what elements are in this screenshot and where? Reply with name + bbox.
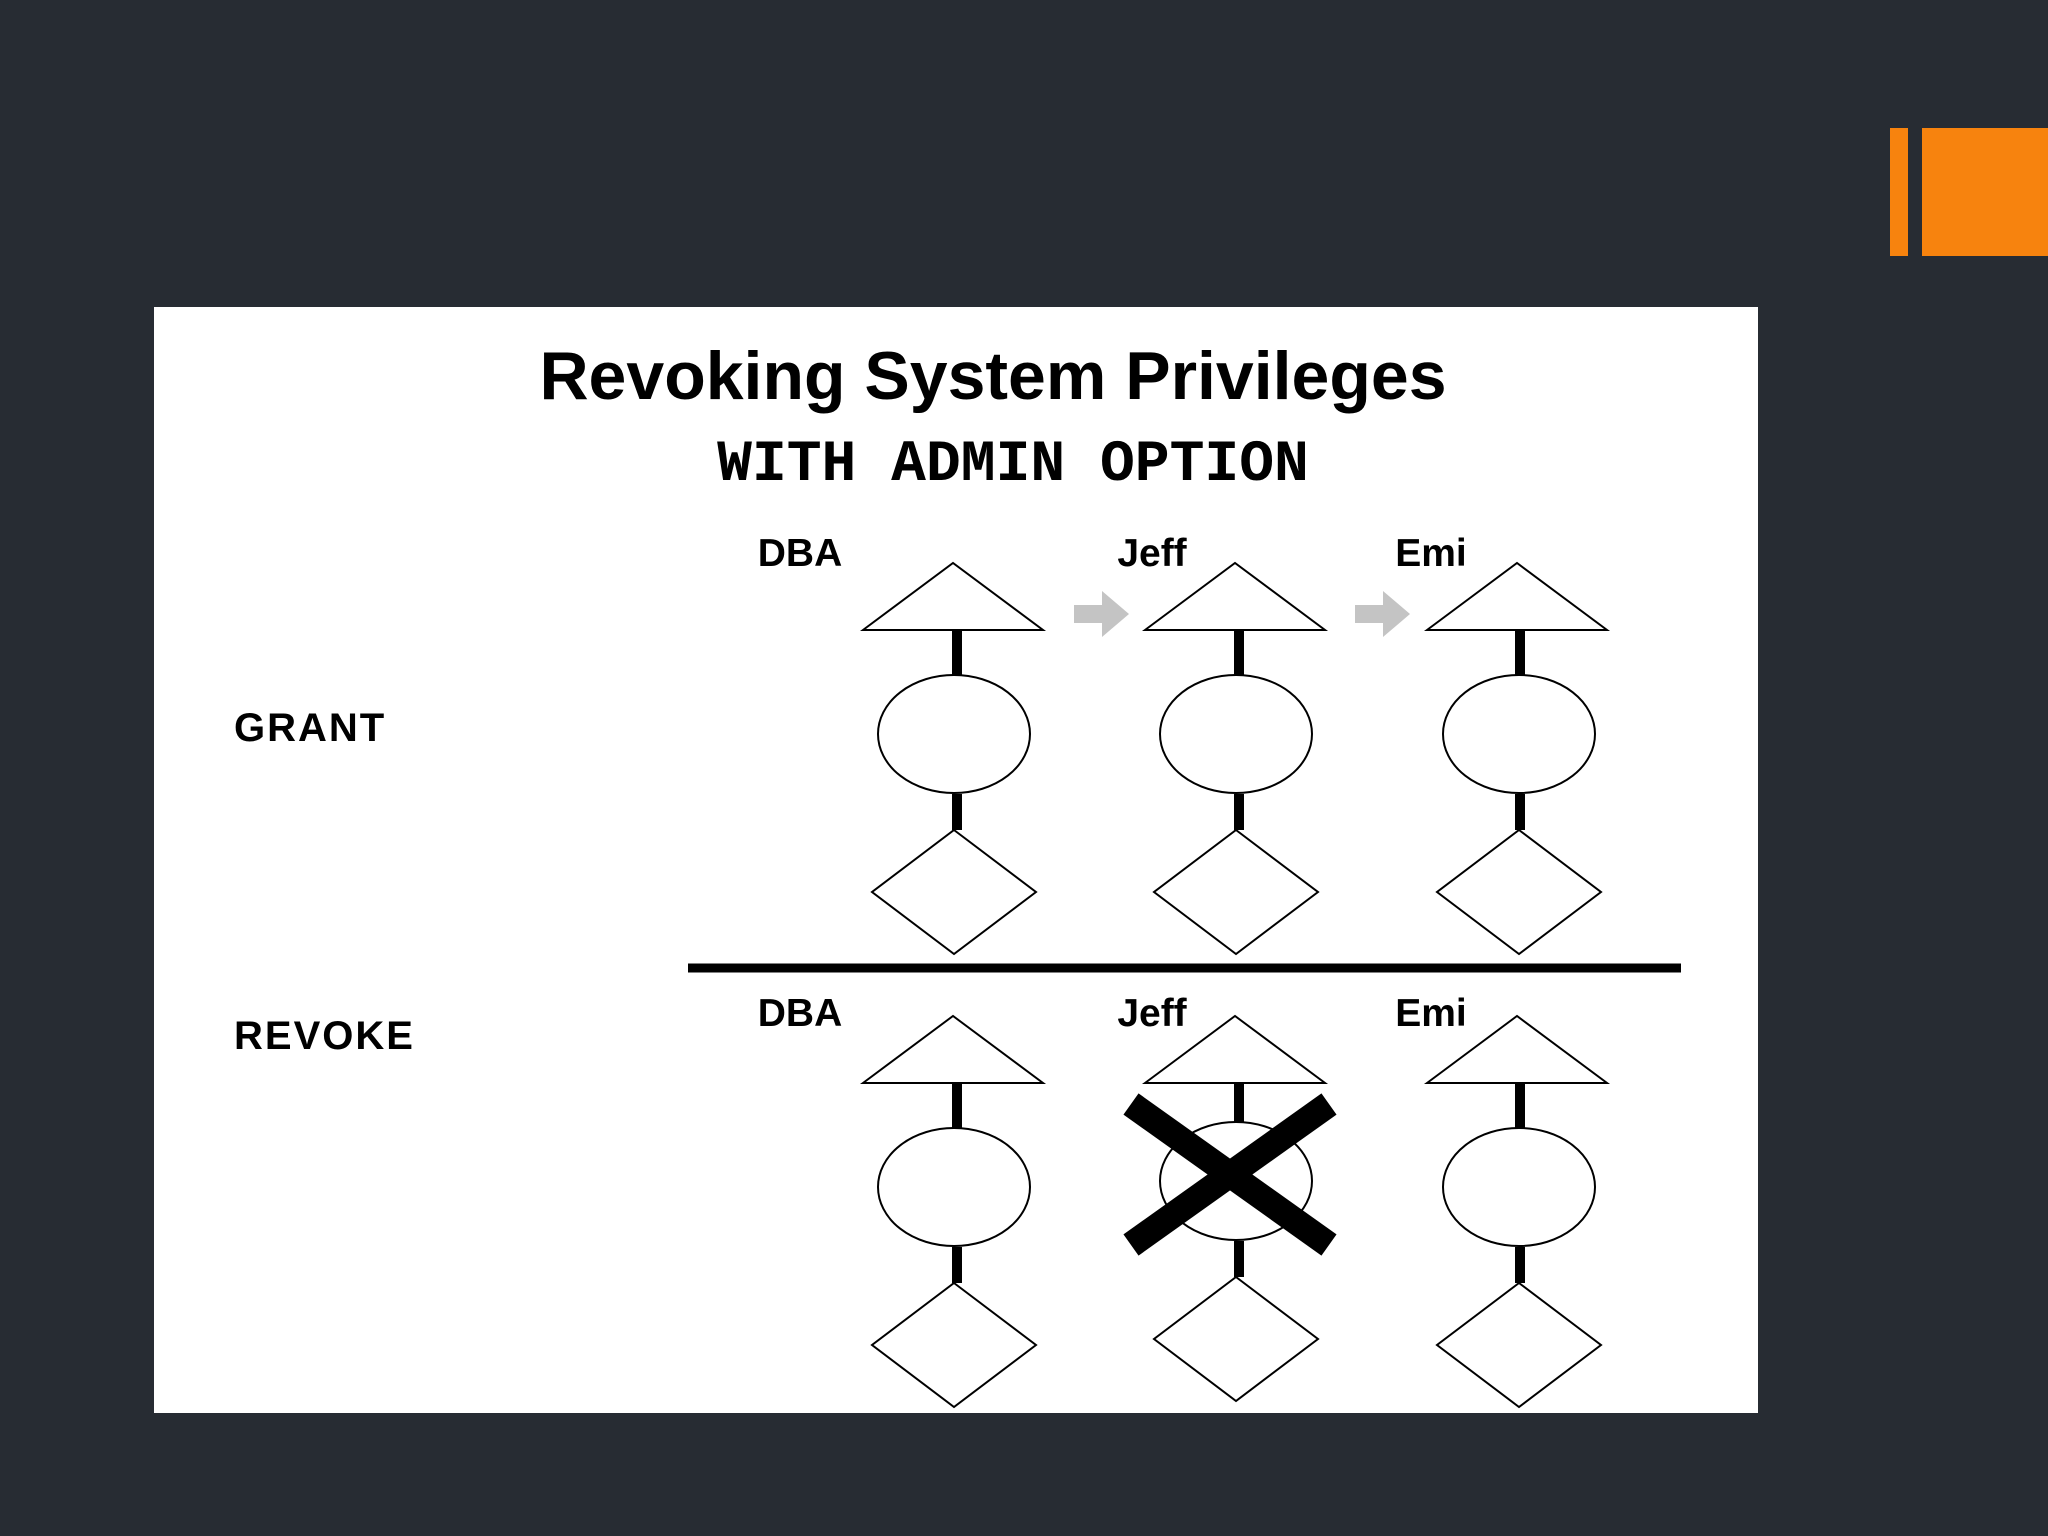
triangle-shape [859, 561, 1047, 631]
grant-node-label-jeff: Jeff [1117, 532, 1187, 575]
diamond-shape [1435, 828, 1603, 956]
diamond-shape [870, 1281, 1038, 1409]
diagram-subtitle: WITH ADMIN OPTION [717, 433, 1309, 498]
circle-shape [877, 674, 1031, 794]
revoke-node-jeff [1123, 1014, 1337, 1403]
revoke-node-dba [859, 1014, 1047, 1409]
revoke-node-label-emi: Emi [1395, 992, 1467, 1035]
triangle-shape [1141, 561, 1329, 631]
grant-node-label-dba: DBA [758, 532, 843, 575]
diamond-shape [870, 828, 1038, 956]
diamond-shape [1435, 1281, 1603, 1409]
revoked-cross-icon [1123, 1093, 1337, 1256]
diamond-shape [1152, 1275, 1320, 1403]
revoke-row-label: REVOKE [234, 1014, 415, 1058]
revoke-node-emi [1423, 1014, 1611, 1409]
grant-node-jeff [1141, 561, 1329, 956]
grant-arrow-dba-jeff [1074, 591, 1129, 637]
grant-arrow-jeff-emi [1355, 591, 1410, 637]
diamond-shape [1152, 828, 1320, 956]
circle-shape [1442, 674, 1596, 794]
accent-bar-block [1922, 128, 2048, 256]
privilege-diagram: Revoking System Privileges WITH ADMIN OP… [234, 338, 1681, 1409]
triangle-shape [1423, 561, 1611, 631]
circle-shape [1442, 1127, 1596, 1247]
triangle-shape [1423, 1014, 1611, 1084]
diagram-image: Revoking System Privileges WITH ADMIN OP… [154, 307, 1758, 1413]
triangle-shape [1141, 1014, 1329, 1084]
grant-node-emi [1423, 561, 1611, 956]
diagram-title: Revoking System Privileges [539, 338, 1446, 414]
circle-shape [877, 1127, 1031, 1247]
revoke-node-label-jeff: Jeff [1117, 992, 1187, 1035]
circle-shape [1159, 674, 1313, 794]
accent-bar-thin [1890, 128, 1908, 256]
triangle-shape [859, 1014, 1047, 1084]
revoke-node-label-dba: DBA [758, 992, 843, 1035]
grant-node-label-emi: Emi [1395, 532, 1467, 575]
grant-row-label: GRANT [234, 706, 386, 750]
grant-node-dba [859, 561, 1047, 956]
